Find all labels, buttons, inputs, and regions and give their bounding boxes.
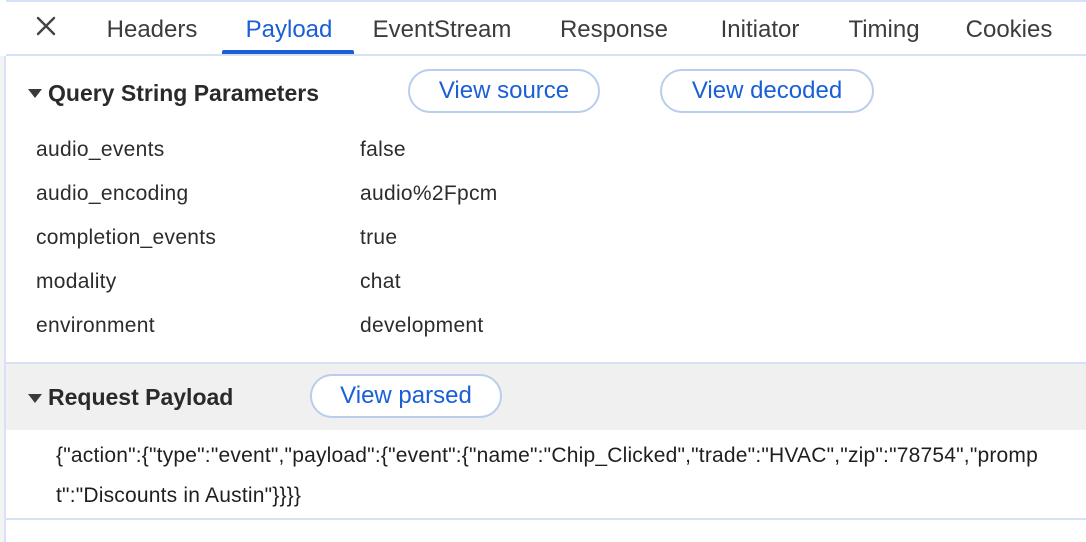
param-key: audio_encoding <box>36 182 189 205</box>
param-row: audio_events false <box>36 130 1076 174</box>
param-row: audio_encoding audio%2Fpcm <box>36 174 1076 218</box>
param-value: true <box>360 226 398 249</box>
param-value: false <box>360 138 406 161</box>
tab-headers[interactable]: Headers <box>106 16 198 43</box>
view-source-button[interactable]: View source <box>408 69 600 113</box>
param-row: modality chat <box>36 262 1076 306</box>
param-key: completion_events <box>36 226 217 249</box>
view-decoded-button[interactable]: View decoded <box>660 69 874 113</box>
param-value: development <box>360 314 484 337</box>
tab-bar: Headers Payload EventStream Response Ini… <box>6 0 1086 56</box>
param-value: chat <box>360 270 401 293</box>
tab-cookies[interactable]: Cookies <box>965 16 1053 43</box>
param-key: audio_events <box>36 138 165 161</box>
tab-initiator[interactable]: Initiator <box>720 16 800 43</box>
tab-eventstream[interactable]: EventStream <box>372 16 512 43</box>
close-icon[interactable] <box>32 12 60 40</box>
query-string-section-header[interactable]: Query String Parameters View source View… <box>6 56 1086 130</box>
request-payload-title[interactable]: Request Payload <box>48 384 234 410</box>
tab-timing[interactable]: Timing <box>848 16 920 43</box>
tab-response[interactable]: Response <box>559 16 669 43</box>
view-parsed-button[interactable]: View parsed <box>310 374 502 418</box>
left-gutter <box>0 56 6 542</box>
triangle-down-icon[interactable] <box>28 89 42 98</box>
param-row: environment development <box>36 306 1076 350</box>
query-string-title[interactable]: Query String Parameters <box>48 80 320 106</box>
request-payload-text[interactable]: {"action":{"type":"event","payload":{"ev… <box>56 444 1038 507</box>
active-tab-indicator <box>222 50 354 54</box>
param-row: completion_events true <box>36 218 1076 262</box>
param-key: modality <box>36 270 117 293</box>
tab-bar-top-border <box>6 0 1086 2</box>
request-payload-section-header[interactable]: Request Payload View parsed <box>6 362 1086 430</box>
request-payload-body: {"action":{"type":"event","payload":{"ev… <box>6 430 1086 520</box>
param-value: audio%2Fpcm <box>360 182 498 205</box>
triangle-down-icon[interactable] <box>28 394 42 403</box>
param-key: environment <box>36 314 155 337</box>
tab-payload[interactable]: Payload <box>245 16 333 43</box>
